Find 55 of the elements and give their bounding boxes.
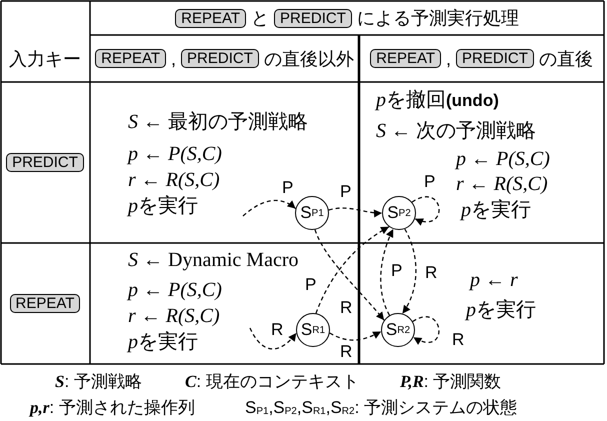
header-text: の直後	[538, 48, 593, 70]
header-text: と	[251, 7, 270, 29]
edge-label: R	[271, 320, 284, 340]
key-badge: REPEAT	[370, 49, 442, 68]
note-text: S$_{P1}$,S$_{P2}$,S$_{R1}$,S$_{R2}$: 予測システムの状態	[245, 398, 518, 419]
cell-text: pを実行	[128, 194, 198, 218]
note-text: p,r: 予測された操作列	[30, 398, 195, 418]
entry-arrow	[249, 328, 297, 350]
transition-arrow	[315, 226, 390, 314]
cell-text: p ← P(S,C)	[456, 147, 550, 171]
note-text: C: 現在のコンテキスト	[185, 372, 359, 392]
cell-text: S ← 次の予測戦略	[376, 119, 536, 143]
cell-text: r ← R(S,C)	[128, 168, 220, 192]
self-loop-arrow	[412, 196, 440, 226]
note-text: P,R: 予測関数	[400, 372, 502, 392]
edge-label: R	[425, 263, 438, 283]
edge-label: P	[391, 261, 402, 281]
separator-text: ,	[446, 48, 452, 70]
cell-text: pを実行	[466, 298, 536, 322]
cell-text: p ← P(S,C)	[128, 142, 222, 166]
cell-text: pを撤回(undo)	[376, 88, 499, 113]
edge-label: P	[424, 172, 436, 192]
column-header: 入力キー	[9, 48, 81, 70]
separator-text: ,	[171, 48, 176, 70]
key-badge: PREDICT	[274, 8, 352, 28]
key-badge: REPEAT	[95, 49, 166, 68]
key-badge: PREDICT	[181, 49, 259, 68]
transition-arrow	[380, 228, 394, 316]
edge-label: R	[340, 342, 352, 362]
edge-label: R	[340, 298, 352, 318]
entry-arrow	[242, 200, 296, 216]
header-text: による予測実行処理	[356, 7, 519, 29]
cell-text: r ← R(S,C)	[456, 172, 548, 196]
edge-label: P	[305, 275, 316, 295]
transition-arrow	[314, 229, 385, 321]
self-loop-arrow	[412, 316, 440, 344]
cell-text: S ← 最初の予測戦略	[128, 110, 308, 134]
cell-text: S ← Dynamic Macro	[128, 248, 299, 272]
cell-text: r ← R(S,C)	[128, 304, 220, 328]
cell-text: pを実行	[128, 330, 198, 354]
transition-arrow	[402, 228, 416, 314]
cell-text: pを実行	[461, 198, 531, 222]
key-badge: REPEAT	[175, 8, 246, 28]
note-text: S: 予測戦略	[55, 372, 142, 392]
transition-arrow	[328, 207, 382, 218]
key-badge: PREDICT	[6, 153, 84, 172]
cell-text: p ← r	[470, 268, 518, 292]
transition-arrow	[329, 330, 382, 341]
header-text: の直後以外	[264, 48, 354, 70]
key-badge: REPEAT	[10, 294, 80, 313]
edge-label: P	[340, 182, 352, 202]
edge-label: R	[452, 330, 464, 350]
key-badge: PREDICT	[456, 49, 534, 68]
edge-label: P	[282, 178, 294, 198]
cell-text: p ← P(S,C)	[128, 278, 222, 302]
